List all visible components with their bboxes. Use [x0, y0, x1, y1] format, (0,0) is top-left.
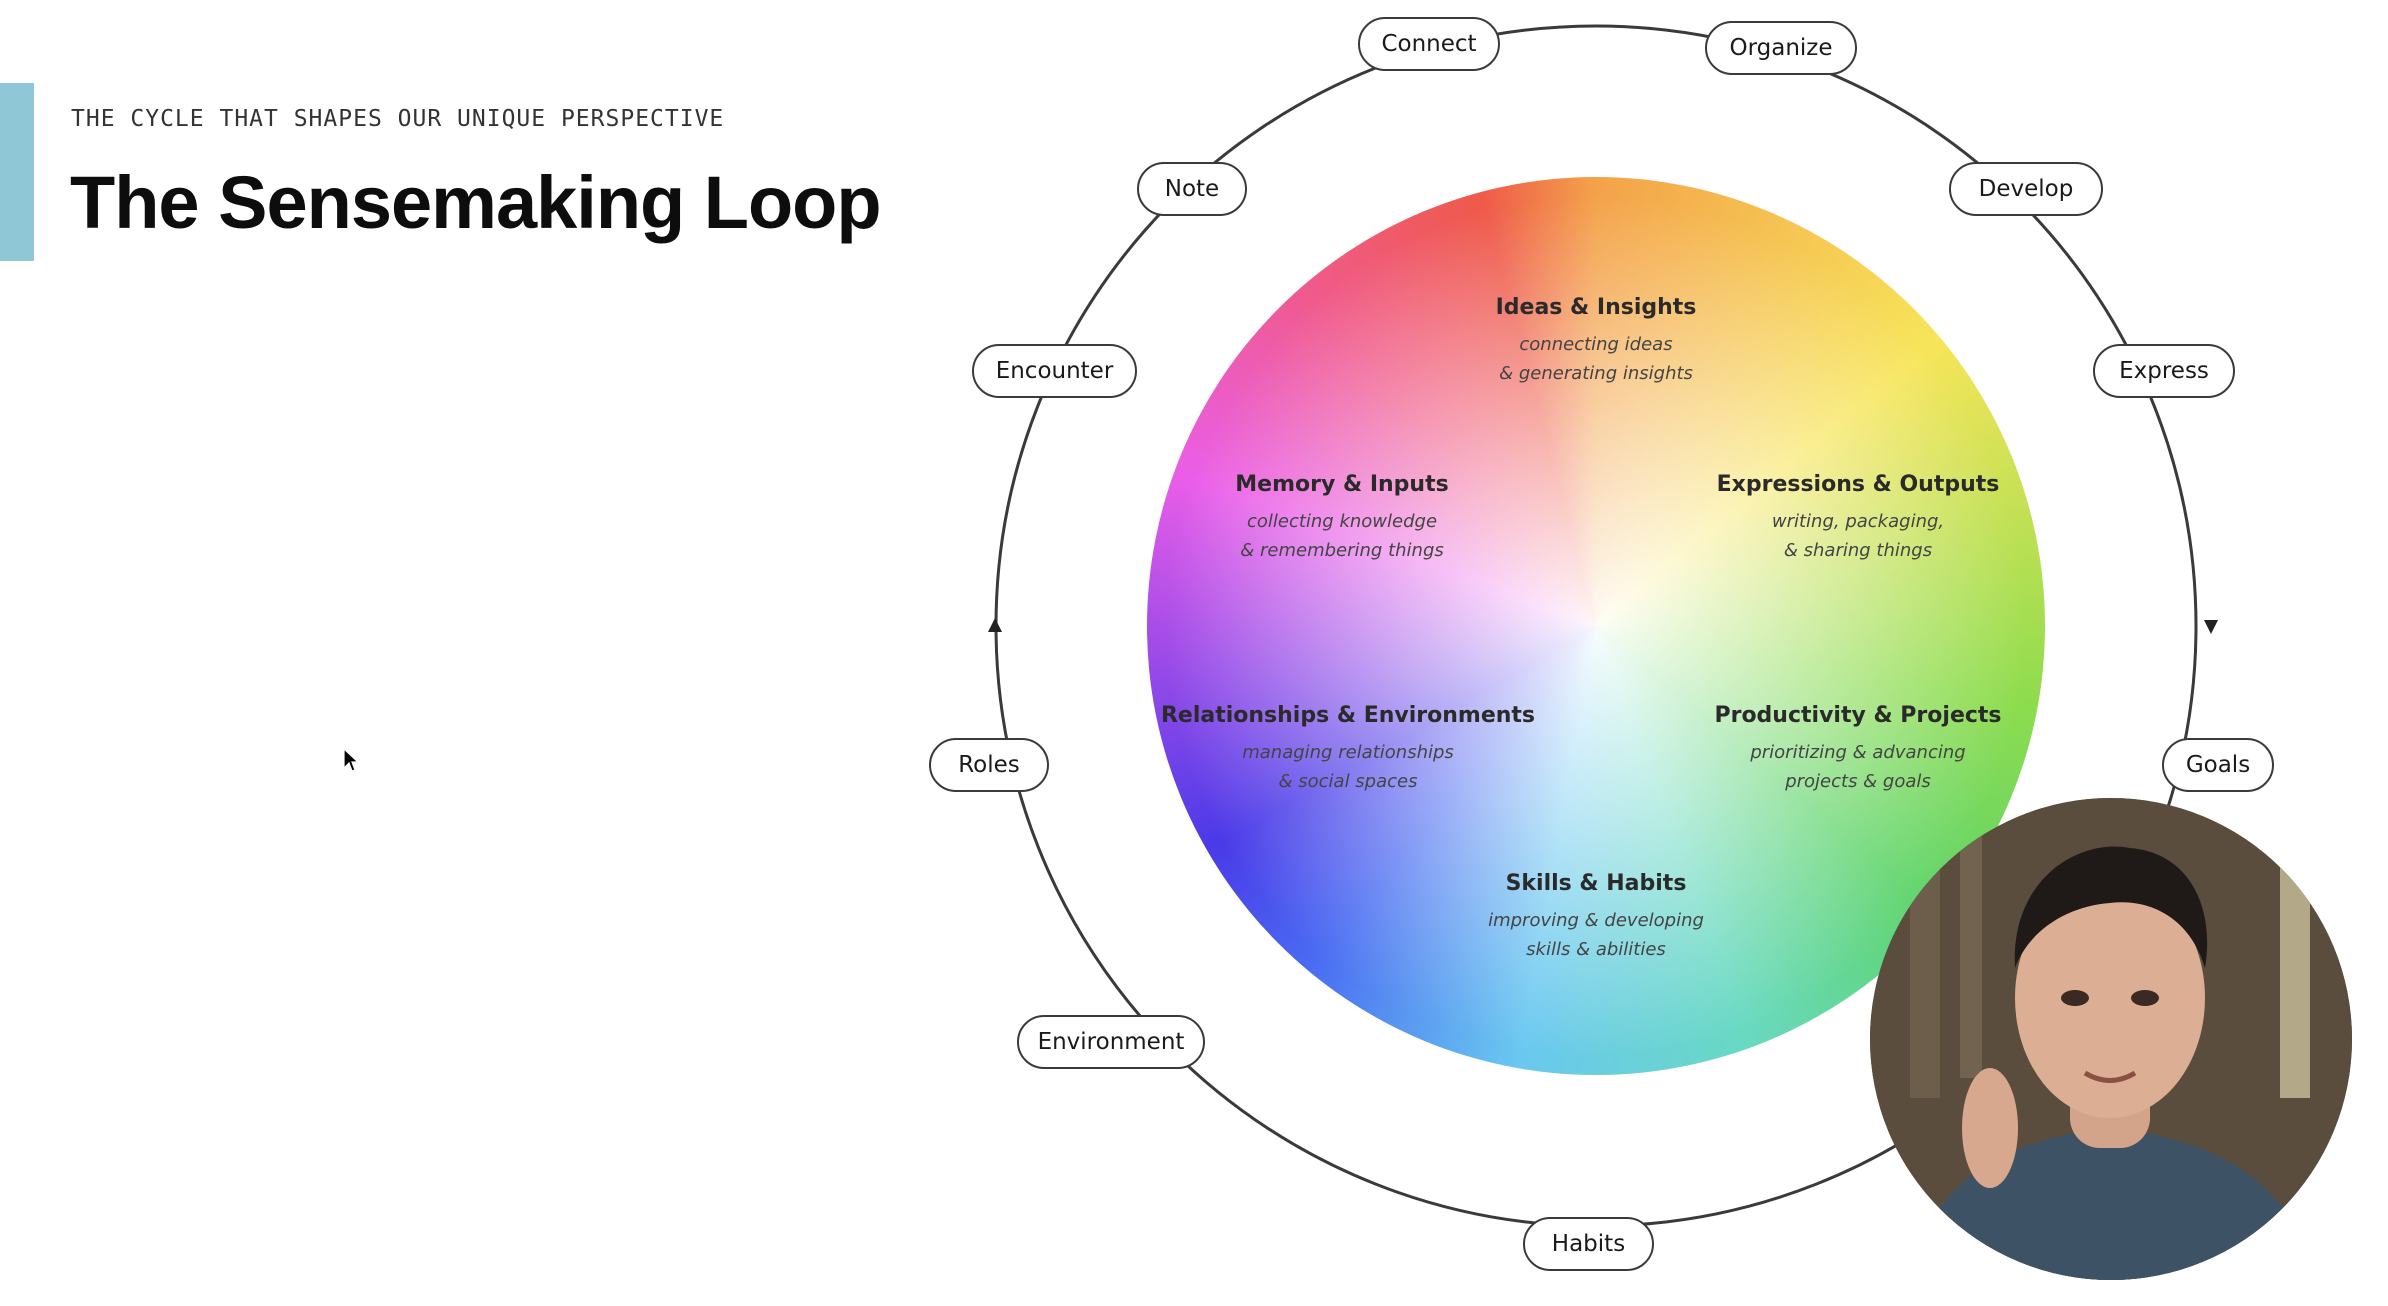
page-title: The Sensemaking Loop [70, 161, 882, 244]
sector-title: Skills & Habits [1505, 871, 1687, 896]
node-encounter: Encounter [972, 344, 1137, 398]
node-connect: Connect [1358, 17, 1500, 71]
sector-description: writing, packaging, & sharing things [1668, 507, 2048, 565]
sector-line: improving & developing [1488, 910, 1704, 931]
node-develop: Develop [1949, 162, 2103, 216]
sector-title: Expressions & Outputs [1716, 472, 2000, 497]
node-environment: Environment [1017, 1015, 1205, 1069]
sector-title: Ideas & Insights [1495, 295, 1697, 320]
ring-arrow-left [988, 618, 1002, 632]
sector-line: prioritizing & advancing [1750, 742, 1966, 763]
sector-ideas-insights: Ideas & Insights connecting ideas & gene… [1406, 295, 1786, 388]
sector-description: prioritizing & advancing projects & goal… [1668, 738, 2048, 796]
sector-line: connecting ideas [1519, 334, 1673, 355]
mouse-cursor-icon [343, 748, 359, 772]
presenter-video [1870, 798, 2352, 1280]
sector-memory-inputs: Memory & Inputs collecting knowledge & r… [1152, 472, 1532, 565]
sector-title: Relationships & Environments [1160, 703, 1536, 728]
eyebrow-text: THE CYCLE THAT SHAPES OUR UNIQUE PERSPEC… [71, 106, 725, 132]
sector-line: & remembering things [1240, 540, 1444, 561]
sector-line: collecting knowledge [1246, 511, 1438, 532]
ring-arrow-right [2204, 620, 2218, 634]
sector-expressions-outputs: Expressions & Outputs writing, packaging… [1668, 472, 2048, 565]
sector-productivity-projects: Productivity & Projects prioritizing & a… [1668, 703, 2048, 796]
sector-description: improving & developing skills & abilitie… [1406, 906, 1786, 964]
sector-line: & social spaces [1278, 771, 1418, 792]
sector-line: & generating insights [1499, 363, 1693, 384]
node-note: Note [1137, 162, 1247, 216]
sector-line: writing, packaging, [1771, 511, 1945, 532]
sector-title: Memory & Inputs [1235, 472, 1449, 497]
sector-description: connecting ideas & generating insights [1406, 330, 1786, 388]
sector-line: & sharing things [1783, 540, 1933, 561]
node-roles: Roles [929, 738, 1049, 792]
accent-bar [0, 83, 34, 261]
sector-title: Productivity & Projects [1714, 703, 2002, 728]
presenter-image [1870, 798, 2352, 1280]
sector-relationships-environments: Relationships & Environments managing re… [1158, 703, 1538, 796]
node-express: Express [2093, 344, 2235, 398]
sector-line: managing relationships [1242, 742, 1454, 763]
sector-line: skills & abilities [1526, 939, 1666, 960]
sector-description: managing relationships & social spaces [1158, 738, 1538, 796]
sector-skills-habits: Skills & Habits improving & developing s… [1406, 871, 1786, 964]
node-goals: Goals [2162, 738, 2274, 792]
node-habits: Habits [1523, 1217, 1654, 1271]
node-organize: Organize [1705, 21, 1857, 75]
sector-line: projects & goals [1785, 771, 1931, 792]
sector-description: collecting knowledge & remembering thing… [1152, 507, 1532, 565]
color-wheel [1147, 177, 2045, 1075]
